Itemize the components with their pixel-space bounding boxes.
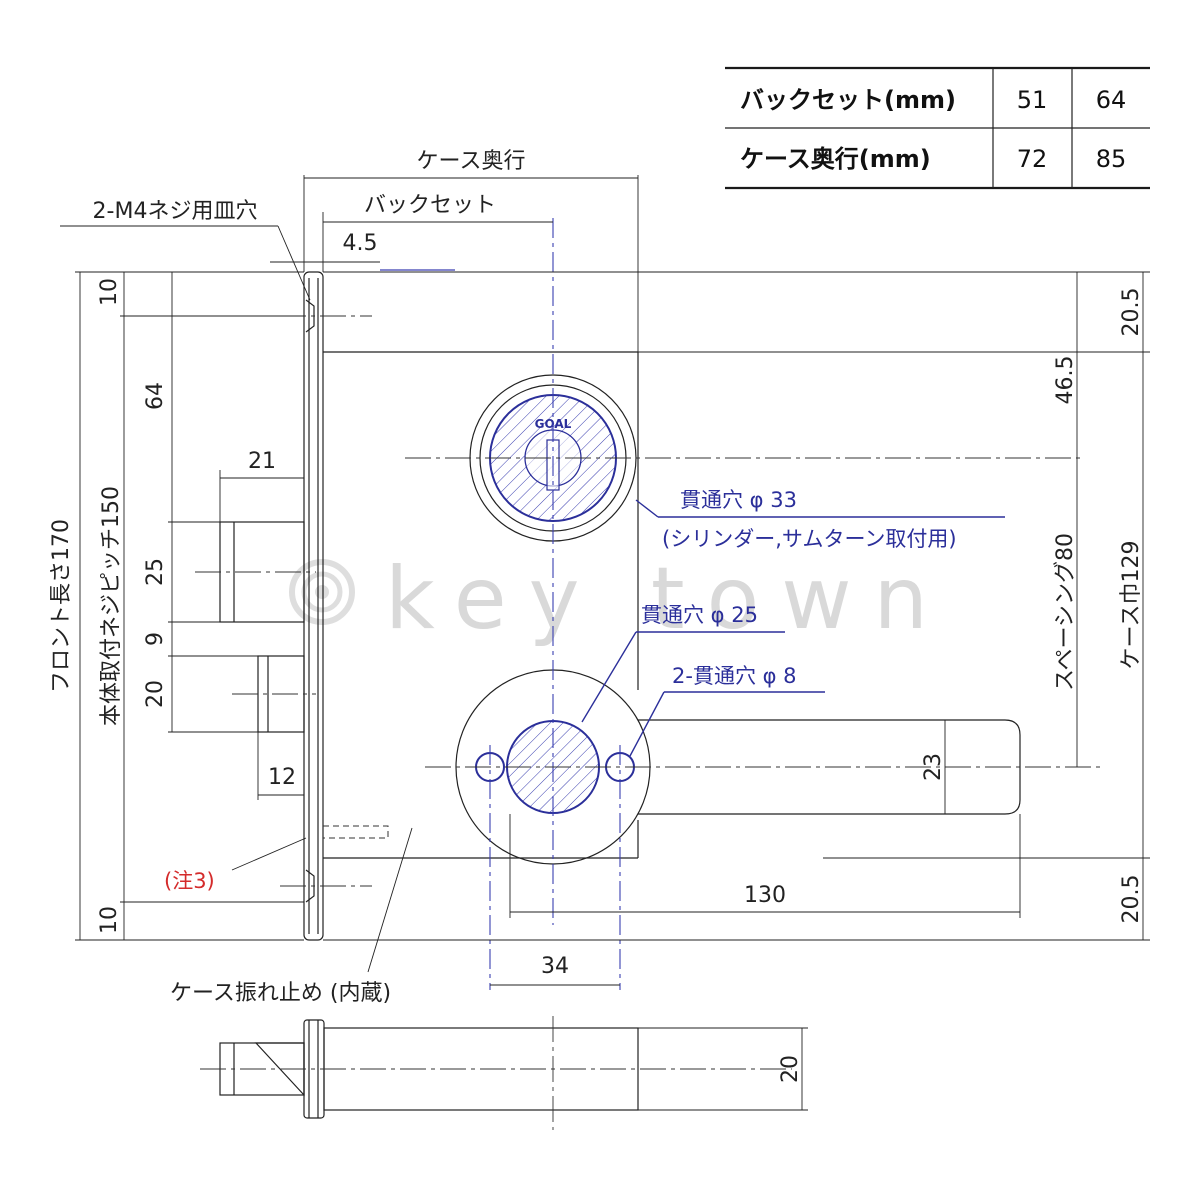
watermark: key town bbox=[289, 549, 950, 649]
label-offset-4-5: 4.5 bbox=[343, 231, 378, 256]
centerlines bbox=[195, 218, 1105, 990]
label-d20-5-bottom: 20.5 bbox=[1119, 875, 1144, 924]
label-hole-8: 2-貫通穴 φ 8 bbox=[672, 664, 797, 688]
anti-wobble-hidden bbox=[323, 825, 389, 839]
table-row-depth-label: ケース奥行(mm) bbox=[740, 145, 931, 173]
table-row-depth-72: 72 bbox=[1017, 145, 1048, 173]
left-dimensions: フロント長さ170 本体取付ネジピッチ150 10 10 64 25 9 20 … bbox=[49, 271, 304, 941]
label-d34: 34 bbox=[541, 954, 569, 979]
label-d23: 23 bbox=[921, 753, 946, 781]
side-view: 20 bbox=[200, 1016, 808, 1130]
label-d21: 21 bbox=[248, 449, 276, 474]
label-front-length: フロント長さ170 bbox=[49, 519, 74, 693]
label-backset: バックセット bbox=[364, 193, 496, 218]
table-row-backset-51: 51 bbox=[1017, 86, 1048, 114]
label-d130: 130 bbox=[744, 883, 786, 908]
right-dimensions: 20.5 ケース巾129 20.5 46.5 スペーシング80 23 bbox=[323, 271, 1150, 941]
notes: (注3) ケース振れ止め (内蔵) bbox=[164, 827, 413, 1006]
table-row-depth-85: 85 bbox=[1096, 145, 1127, 173]
label-d20-5-top: 20.5 bbox=[1119, 288, 1144, 337]
label-hole-33-note: (シリンダー,サムターン取付用) bbox=[662, 527, 957, 551]
label-note-3: (注3) bbox=[164, 869, 215, 893]
label-d64: 64 bbox=[143, 382, 168, 410]
bottom-dimensions: 130 34 bbox=[490, 814, 1021, 986]
label-d9: 9 bbox=[143, 632, 168, 646]
label-d25: 25 bbox=[143, 558, 168, 586]
table-row-backset-label: バックセット(mm) bbox=[740, 86, 956, 114]
label-anti-wobble: ケース振れ止め (内蔵) bbox=[170, 981, 391, 1006]
top-dimensions: ケース奥行 バックセット 4.5 2-M4ネジ用皿穴 bbox=[60, 149, 639, 352]
label-d12: 12 bbox=[268, 765, 296, 790]
label-d20-left: 20 bbox=[143, 680, 168, 708]
watermark-text: key town bbox=[385, 549, 950, 649]
label-d20-side: 20 bbox=[778, 1055, 803, 1083]
label-case-depth: ケース奥行 bbox=[417, 149, 526, 174]
table-row-backset-64: 64 bbox=[1096, 86, 1127, 114]
label-d46-5: 46.5 bbox=[1053, 356, 1078, 405]
label-spacing: スペーシング80 bbox=[1053, 533, 1078, 691]
callouts: 貫通穴 φ 33 (シリンダー,サムターン取付用) 貫通穴 φ 25 2-貫通穴… bbox=[581, 488, 1005, 757]
label-d10-bottom: 10 bbox=[97, 906, 122, 934]
label-hole-25: 貫通穴 φ 25 bbox=[641, 603, 758, 627]
label-d10-top: 10 bbox=[97, 278, 122, 306]
label-case-width: ケース巾129 bbox=[1119, 541, 1144, 670]
label-screw-hole: 2-M4ネジ用皿穴 bbox=[93, 199, 258, 224]
label-hole-33: 貫通穴 φ 33 bbox=[680, 488, 797, 512]
spec-table: バックセット(mm) 51 64 ケース奥行(mm) 72 85 bbox=[725, 66, 1150, 190]
label-screw-pitch: 本体取付ネジピッチ150 bbox=[99, 486, 124, 726]
